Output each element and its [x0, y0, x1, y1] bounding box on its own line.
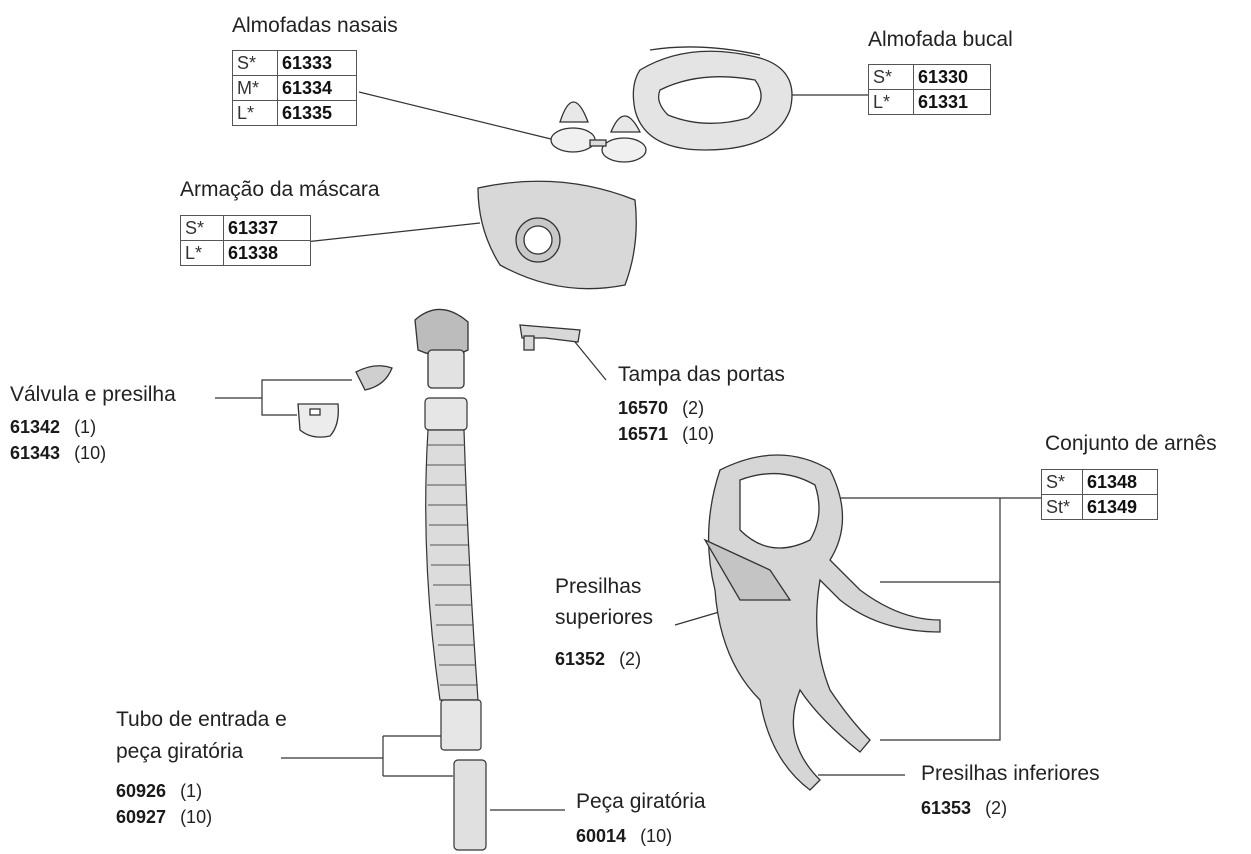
code-cell: 61330	[914, 65, 991, 90]
leader-valvula-2	[262, 398, 297, 415]
size-cell: L*	[233, 101, 278, 126]
armacao-title: Armação da máscara	[180, 178, 380, 202]
code-cell: 61334	[278, 76, 357, 101]
part-code: 61352	[555, 649, 605, 669]
almofada-bucal-table: S* 61330 L* 61331	[868, 64, 991, 115]
part-qty: (2)	[985, 798, 1007, 818]
nasal-pillows-illustration	[551, 102, 646, 162]
size-cell: S*	[869, 65, 914, 90]
leader-armacao	[305, 223, 480, 242]
code-cell: 61349	[1083, 495, 1158, 520]
code-cell: 61338	[224, 241, 311, 266]
table-row: S* 61333	[233, 51, 357, 76]
table-row: St* 61349	[1042, 495, 1158, 520]
tubo-title-2: peça giratória	[116, 740, 243, 764]
valvula-title: Válvula e presilha	[10, 383, 176, 407]
size-cell: S*	[233, 51, 278, 76]
table-row: S* 61330	[869, 65, 991, 90]
peca-giratoria-title: Peça giratória	[576, 790, 706, 814]
tubo-title-1: Tubo de entrada e	[116, 708, 287, 732]
part-code: 60014	[576, 826, 626, 846]
code-cell: 61348	[1083, 470, 1158, 495]
table-row: S* 61337	[181, 216, 311, 241]
peca-giratoria-part: 60014 (10)	[576, 825, 672, 848]
tubo-part-2: 60927 (10)	[116, 806, 212, 829]
table-row: L* 61338	[181, 241, 311, 266]
arnes-title: Conjunto de arnês	[1045, 432, 1217, 456]
leader-tampa	[575, 342, 606, 380]
armacao-table: S* 61337 L* 61338	[180, 215, 311, 266]
part-qty: (1)	[74, 417, 96, 437]
mask-frame-illustration	[478, 181, 636, 288]
tampa-part-2: 16571 (10)	[618, 423, 714, 446]
table-row: S* 61348	[1042, 470, 1158, 495]
part-qty: (2)	[619, 649, 641, 669]
part-code: 16570	[618, 398, 668, 418]
valve-clip-illustration	[298, 366, 392, 437]
code-cell: 61335	[278, 101, 357, 126]
code-cell: 61333	[278, 51, 357, 76]
part-code: 61343	[10, 443, 60, 463]
presilhas-superiores-part: 61352 (2)	[555, 648, 641, 671]
part-qty: (2)	[682, 398, 704, 418]
almofadas-nasais-table: S* 61333 M* 61334 L* 61335	[232, 50, 357, 126]
presilhas-superiores-title-2: superiores	[555, 606, 653, 630]
almofadas-nasais-title: Almofadas nasais	[232, 14, 398, 38]
presilhas-inferiores-part: 61353 (2)	[921, 797, 1007, 820]
code-cell: 61337	[224, 216, 311, 241]
arnes-table: S* 61348 St* 61349	[1041, 469, 1158, 520]
hose-illustration	[425, 398, 486, 850]
tampa-part-1: 16570 (2)	[618, 397, 704, 420]
oral-cushion-illustration	[633, 47, 792, 150]
size-cell: S*	[181, 216, 224, 241]
part-code: 16571	[618, 424, 668, 444]
size-cell: St*	[1042, 495, 1083, 520]
valvula-part-2: 61343 (10)	[10, 442, 106, 465]
part-code: 61353	[921, 798, 971, 818]
presilhas-inferiores-title: Presilhas inferiores	[921, 762, 1100, 786]
table-row: M* 61334	[233, 76, 357, 101]
size-cell: L*	[181, 241, 224, 266]
port-cap-illustration	[520, 325, 580, 350]
part-code: 60927	[116, 807, 166, 827]
part-qty: (10)	[180, 807, 212, 827]
elbow-illustration	[415, 309, 468, 388]
size-cell: S*	[1042, 470, 1083, 495]
part-code: 61342	[10, 417, 60, 437]
part-qty: (10)	[74, 443, 106, 463]
part-qty: (10)	[640, 826, 672, 846]
almofada-bucal-title: Almofada bucal	[868, 28, 1013, 52]
table-row: L* 61331	[869, 90, 991, 115]
part-code: 60926	[116, 781, 166, 801]
table-row: L* 61335	[233, 101, 357, 126]
size-cell: M*	[233, 76, 278, 101]
part-qty: (10)	[682, 424, 714, 444]
leader-almofadas-nasais	[359, 92, 555, 140]
size-cell: L*	[869, 90, 914, 115]
part-qty: (1)	[180, 781, 202, 801]
presilhas-superiores-title-1: Presilhas	[555, 575, 641, 599]
code-cell: 61331	[914, 90, 991, 115]
valvula-part-1: 61342 (1)	[10, 416, 96, 439]
tampa-title: Tampa das portas	[618, 363, 785, 387]
tubo-part-1: 60926 (1)	[116, 780, 202, 803]
leader-valvula	[215, 380, 352, 398]
